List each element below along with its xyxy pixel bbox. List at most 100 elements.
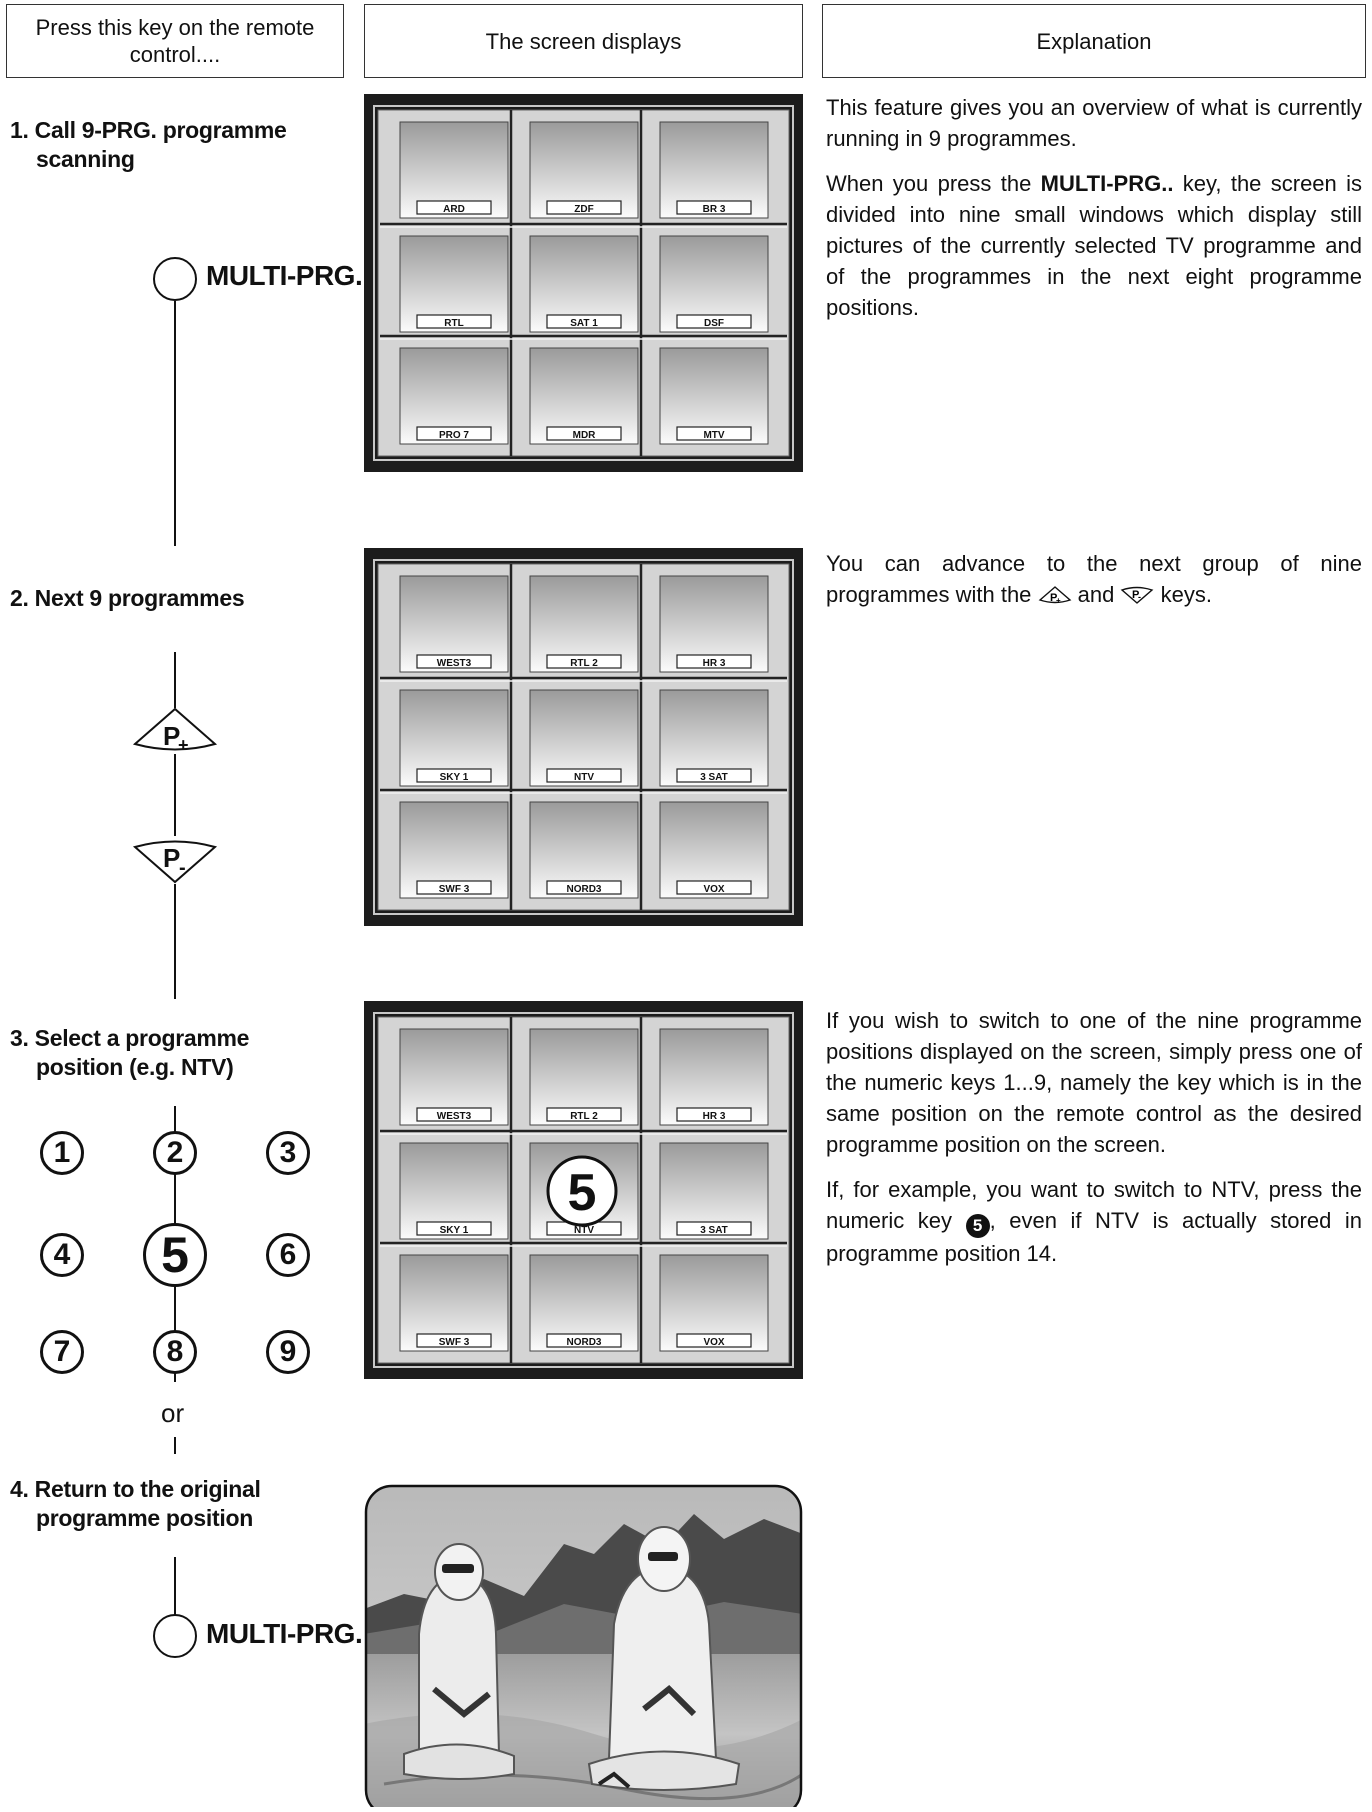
programme-label: SAT 1 [570, 318, 598, 329]
p-plus-icon: P+ [1038, 586, 1071, 605]
step-1-line2: scanning [36, 146, 135, 172]
programme-label: MDR [573, 430, 597, 441]
text-span: keys. [1154, 582, 1212, 607]
programme-label-box [676, 314, 752, 329]
programme-label-box [676, 654, 752, 669]
numeric-key-6[interactable]: 6 [266, 1233, 310, 1277]
svg-text:P: P [163, 843, 180, 873]
numeric-key-8[interactable]: 8 [153, 1330, 197, 1374]
explanation-block-2: You can advance to the next group of nin… [826, 548, 1362, 624]
programme-label: HR 3 [703, 1111, 726, 1122]
programme-label-box [546, 200, 622, 215]
explanation-paragraph: If, for example, you want to switch to N… [826, 1174, 1362, 1269]
programme-label-box [546, 1107, 622, 1122]
programme-label-box [416, 1333, 492, 1348]
original-programme-photo [364, 1484, 803, 1812]
connector-line [174, 1372, 176, 1382]
numeric-key-2[interactable]: 2 [153, 1131, 197, 1175]
explanation-paragraph: This feature gives you an overview of wh… [826, 95, 1362, 151]
step-3-line2: position (e.g. NTV) [36, 1054, 234, 1080]
programme-label-box [546, 654, 622, 669]
connector-line [174, 652, 176, 708]
programme-label: NTV [574, 772, 594, 783]
step-3-line1: 3. Select a programme [10, 1025, 250, 1051]
svg-text:+: + [178, 735, 189, 755]
text-span: key, the screen is divided into nine sma… [826, 171, 1362, 320]
connector-line [174, 754, 176, 836]
programme-label: NORD3 [566, 1337, 601, 1348]
numeric-key-4[interactable]: 4 [40, 1233, 84, 1277]
programme-label: SWF 3 [439, 1337, 470, 1348]
svg-text:P: P [1050, 592, 1057, 604]
step-3-title: 3. Select a programme position (e.g. NTV… [10, 1024, 249, 1082]
step-4-line1: 4. Return to the original [10, 1476, 261, 1502]
numeric-key-9[interactable]: 9 [266, 1330, 310, 1374]
step-1-line1: 1. Call 9-PRG. programme [10, 117, 287, 143]
connector-line [174, 1557, 176, 1617]
programme-label: WEST3 [437, 1111, 472, 1122]
programme-label: SWF 3 [439, 884, 470, 895]
multi-prg-key-2[interactable] [153, 1614, 197, 1658]
svg-text:-: - [1138, 592, 1141, 602]
key-number: 5 [972, 1216, 983, 1235]
programme-label-box [416, 426, 492, 441]
explanation-paragraph: If you wish to switch to one of the nine… [826, 1008, 1362, 1157]
header-key-column: Press this key on the remote control.... [6, 4, 344, 78]
connector-line [174, 1437, 176, 1454]
numeric-key-3[interactable]: 3 [266, 1131, 310, 1175]
step-1-title: 1. Call 9-PRG. programme scanning [10, 116, 287, 174]
programme-label: VOX [703, 884, 724, 895]
programme-label: PRO 7 [439, 430, 469, 441]
multi-prg-key-1[interactable] [153, 257, 197, 301]
programme-label: HR 3 [703, 658, 726, 669]
header-explanation-column: Explanation [822, 4, 1366, 78]
programme-label: MTV [703, 430, 724, 441]
programme-label-box [546, 1333, 622, 1348]
programme-label-box [676, 1107, 752, 1122]
step-2-line1: 2. Next 9 programmes [10, 585, 245, 611]
connector-line [174, 884, 176, 999]
numeric-key-7[interactable]: 7 [40, 1330, 84, 1374]
or-label: or [161, 1398, 185, 1428]
multi-prg-label-2: MULTI-PRG. [206, 1618, 363, 1649]
header-screen-column: The screen displays [364, 4, 803, 78]
explanation-paragraph: When you press the MULTI-PRG.. key, the … [826, 168, 1362, 323]
programme-label: NTV [574, 1225, 594, 1236]
programme-label-box [676, 880, 752, 895]
selected-key-number: 5 [568, 1164, 597, 1222]
numeric-key-5-icon: 5 [965, 1213, 990, 1238]
programme-label: 3 SAT [700, 1225, 728, 1236]
explanation-block-1: This feature gives you an overview of wh… [826, 92, 1362, 337]
svg-text:-: - [179, 857, 186, 879]
programme-label: RTL 2 [570, 658, 598, 669]
programme-label-box [416, 768, 492, 783]
programme-label: VOX [703, 1337, 724, 1348]
multi-prg-label-1: MULTI-PRG. [206, 260, 363, 291]
p-plus-key[interactable]: P + [132, 705, 218, 757]
connector-line [174, 301, 176, 546]
programme-label: RTL [444, 318, 463, 329]
programme-label-box [676, 1221, 752, 1236]
explanation-paragraph: You can advance to the next group of nin… [826, 548, 1362, 610]
programme-label-box [676, 200, 752, 215]
programme-label-box [546, 880, 622, 895]
text-span: You can advance to the next group of nin… [826, 551, 1362, 607]
numeric-key-5[interactable]: 5 [143, 1223, 207, 1287]
programme-label: NORD3 [566, 884, 601, 895]
p-minus-key[interactable]: P - [132, 834, 218, 886]
step-4-line2: programme position [36, 1505, 253, 1531]
programme-label-box [676, 768, 752, 783]
programme-label: DSF [704, 318, 724, 329]
svg-text:+: + [1056, 596, 1061, 605]
svg-text:P: P [1132, 589, 1139, 601]
programme-label: WEST3 [437, 658, 472, 669]
numeric-key-1[interactable]: 1 [40, 1131, 84, 1175]
programme-label-box [676, 1333, 752, 1348]
programme-label: SKY 1 [440, 772, 469, 783]
text-span: and [1071, 582, 1121, 607]
text-span: When you press the [826, 171, 1041, 196]
programme-label-box [416, 880, 492, 895]
programme-label-box [416, 200, 492, 215]
